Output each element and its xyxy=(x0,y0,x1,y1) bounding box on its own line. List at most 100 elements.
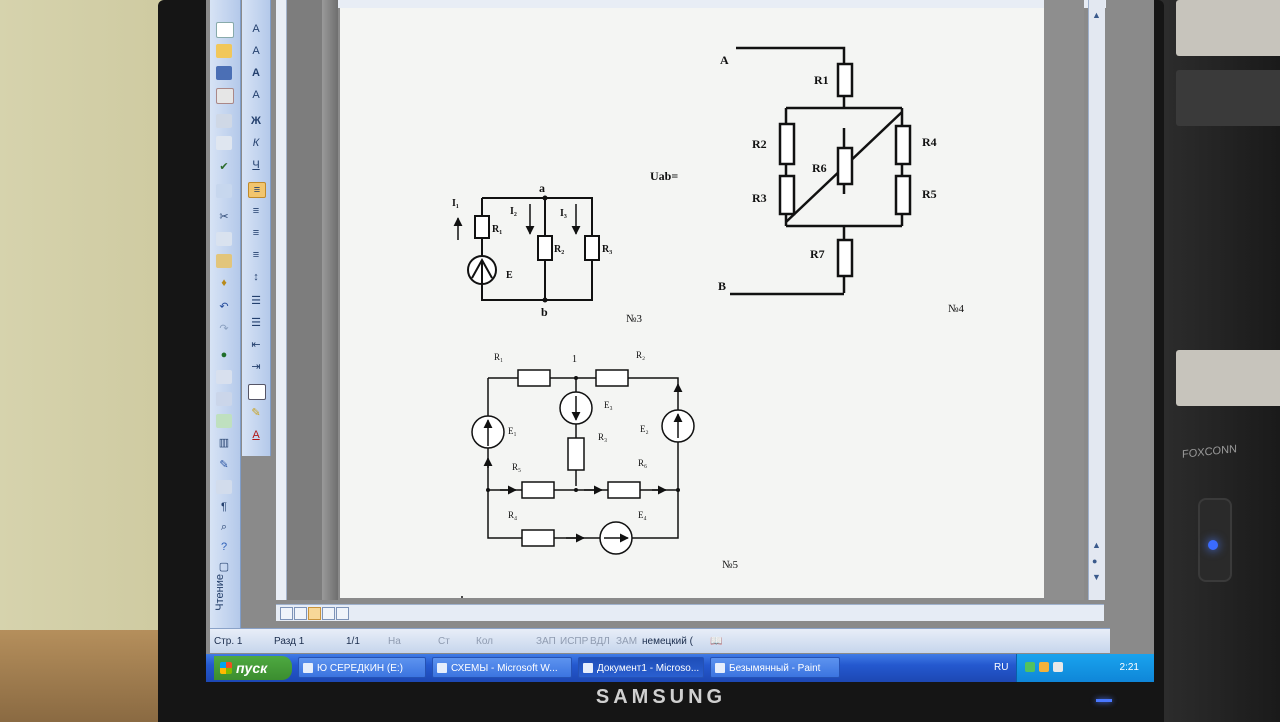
label-i2: I₂ xyxy=(510,206,517,217)
label-r6: R6 xyxy=(812,161,827,175)
zoom-icon[interactable]: ⌕ xyxy=(220,521,228,533)
floppy-drive xyxy=(1176,350,1280,406)
read-icon[interactable]: ▢ xyxy=(218,561,230,573)
label-r1: R1 xyxy=(814,73,829,87)
spelling-status-icon[interactable]: 📖 xyxy=(710,636,723,647)
read-mode-button[interactable]: Чтение xyxy=(214,574,226,611)
status-bar: Стр. 1 Разд 1 1/1 На Ст Кол ЗАП ИСПР ВДЛ… xyxy=(210,628,1110,653)
windows-logo-icon xyxy=(220,662,232,674)
vertical-scrollbar[interactable]: ▲ ▲ ● ▼ xyxy=(1088,0,1105,600)
underline-icon[interactable]: Ч xyxy=(252,159,260,171)
select-browse-icon[interactable]: ● xyxy=(1092,556,1098,566)
document-page[interactable]: Uab= a b I₁ I₂ I₃ R₁ R₂ R₃ E №3 A B R1 R… xyxy=(340,8,1044,598)
resistor-r6 xyxy=(836,146,854,186)
status-at: На xyxy=(388,636,401,647)
show-hide-icon[interactable]: ¶ xyxy=(221,501,227,513)
highlight-icon[interactable]: ✎ xyxy=(251,407,261,419)
redo-icon[interactable]: ↷ xyxy=(219,323,229,335)
status-section: Разд 1 xyxy=(274,636,305,647)
cut-icon[interactable]: ✂ xyxy=(219,211,229,223)
bold-icon[interactable]: Ж xyxy=(251,115,261,127)
open-folder-icon[interactable] xyxy=(216,44,232,58)
font-icon[interactable]: A xyxy=(252,45,260,57)
network-icon[interactable] xyxy=(1025,662,1035,672)
label-e4: E₄ xyxy=(638,510,647,520)
print-preview-icon[interactable] xyxy=(216,136,232,150)
web-view-button[interactable] xyxy=(294,607,307,620)
justify-icon[interactable]: ≡ xyxy=(252,249,260,261)
task-explorer[interactable]: Ю СЕРЕДКИН (E:) xyxy=(298,657,426,678)
status-pages: 1/1 xyxy=(346,636,360,647)
volume-icon[interactable] xyxy=(1053,662,1063,672)
permission-icon[interactable] xyxy=(216,88,234,104)
screen: ✔ ✂ ♦ ↶ ↷ ● ▥ ✎ ¶ ⌕ ? ▢ Чтение A A A A xyxy=(206,0,1154,682)
font-color-icon[interactable]: A xyxy=(252,89,260,101)
research-icon[interactable] xyxy=(216,184,232,198)
decrease-indent-icon[interactable]: ⇤ xyxy=(251,339,261,351)
save-icon[interactable] xyxy=(216,66,232,80)
italic-icon[interactable]: К xyxy=(252,137,260,149)
language-indicator[interactable]: RU xyxy=(994,662,1009,673)
paste-icon[interactable] xyxy=(216,254,232,268)
scroll-up-icon[interactable]: ▲ xyxy=(1092,10,1101,20)
label-r3: R₃ xyxy=(598,432,607,442)
status-language: немецкий ( xyxy=(642,636,693,647)
outline-view-button[interactable] xyxy=(322,607,335,620)
align-right-icon[interactable]: ≡ xyxy=(252,227,260,239)
normal-view-button[interactable] xyxy=(280,607,293,620)
task-word-document1[interactable]: Документ1 - Microso... xyxy=(578,657,704,678)
vertical-ruler xyxy=(276,0,287,600)
line-spacing-icon[interactable]: ↕ xyxy=(253,271,259,283)
tables-borders-icon[interactable] xyxy=(216,370,232,384)
copy-icon[interactable] xyxy=(216,232,232,246)
start-button[interactable]: пуск xyxy=(214,656,292,680)
status-rec[interactable]: ЗАП xyxy=(536,636,556,647)
clock[interactable]: 2:21 xyxy=(1119,662,1139,673)
reading-view-button[interactable] xyxy=(336,607,349,620)
status-ovr[interactable]: ЗАМ xyxy=(616,636,638,647)
status-ext[interactable]: ВДЛ xyxy=(590,636,610,647)
power-button[interactable] xyxy=(1198,498,1232,582)
label-e1: E₁ xyxy=(508,426,517,436)
status-page: Стр. 1 xyxy=(214,636,243,647)
font-size-icon[interactable]: A xyxy=(252,67,260,79)
border-icon[interactable] xyxy=(248,384,266,400)
folder-icon xyxy=(303,663,313,673)
prev-page-icon[interactable]: ▲ xyxy=(1092,540,1101,550)
insert-table-icon[interactable] xyxy=(216,392,232,406)
label-r4: R₄ xyxy=(508,510,517,520)
label-e2: E₂ xyxy=(640,424,649,434)
security-icon[interactable] xyxy=(1039,662,1049,672)
horizontal-scrollbar[interactable] xyxy=(276,604,1104,621)
align-left-icon[interactable]: ≡ xyxy=(248,182,266,198)
task-paint[interactable]: Безымянный - Paint xyxy=(710,657,840,678)
increase-indent-icon[interactable]: ⇥ xyxy=(251,361,261,373)
hyperlink-icon[interactable]: ● xyxy=(220,349,228,361)
power-led-icon xyxy=(1208,540,1218,550)
print-layout-button[interactable] xyxy=(308,607,321,620)
insert-excel-icon[interactable] xyxy=(216,414,232,428)
spelling-icon[interactable]: ✔ xyxy=(219,161,229,173)
style-icon[interactable]: A xyxy=(252,23,260,35)
new-document-icon[interactable] xyxy=(216,22,234,38)
task-word-schemes[interactable]: СХЕМЫ - Microsoft W... xyxy=(432,657,572,678)
format-painter-icon[interactable]: ♦ xyxy=(221,277,227,289)
bullets-icon[interactable]: ☰ xyxy=(251,317,261,329)
print-icon[interactable] xyxy=(216,114,232,128)
document-map-icon[interactable] xyxy=(216,480,232,494)
monitor-power-led xyxy=(1096,699,1112,702)
columns-icon[interactable]: ▥ xyxy=(218,437,230,449)
resistor-r4 xyxy=(894,124,912,166)
standard-toolbar: ✔ ✂ ♦ ↶ ↷ ● ▥ ✎ ¶ ⌕ ? ▢ Чтение xyxy=(210,0,241,628)
undo-icon[interactable]: ↶ xyxy=(219,301,229,313)
pc-tower: FOXCONN xyxy=(1152,0,1280,722)
resistor-r5 xyxy=(894,174,912,216)
numbering-icon[interactable]: ☰ xyxy=(251,295,261,307)
help-icon[interactable]: ? xyxy=(220,541,228,553)
drawing-icon[interactable]: ✎ xyxy=(219,459,229,471)
align-center-icon[interactable]: ≡ xyxy=(252,205,260,217)
text-color-icon[interactable]: A xyxy=(252,429,260,441)
circuit-3 xyxy=(467,197,600,301)
next-page-icon[interactable]: ▼ xyxy=(1092,572,1101,582)
status-trk[interactable]: ИСПР xyxy=(560,636,589,647)
